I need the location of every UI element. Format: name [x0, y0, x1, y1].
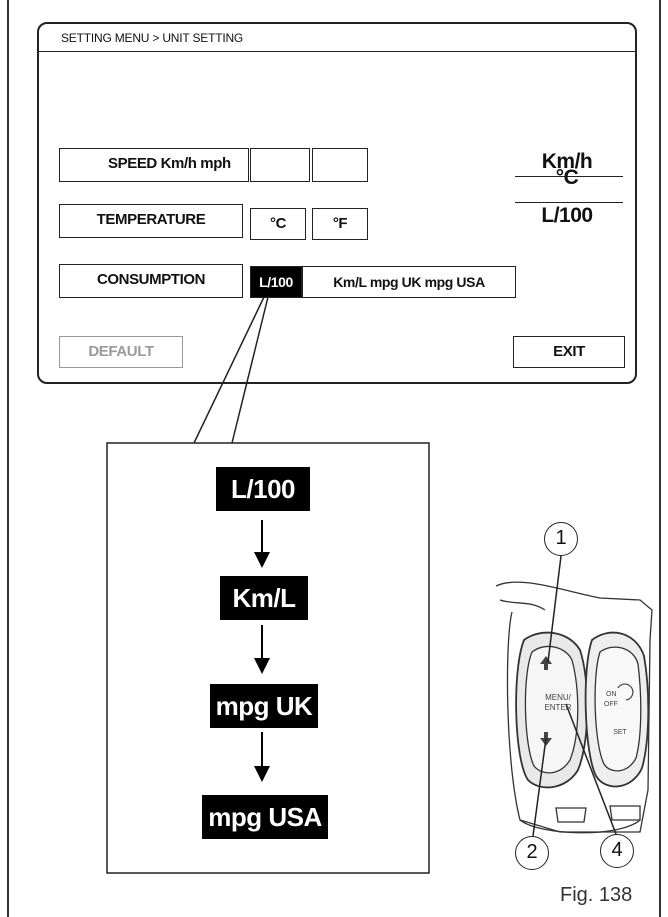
handlebar-switch-illustration [495, 581, 653, 834]
temperature-unit-readout: °C [555, 166, 579, 189]
readout-divider-1 [515, 176, 623, 177]
sequence-step-kml: Km/L [220, 576, 308, 620]
temperature-celsius-option[interactable]: °C [250, 208, 306, 240]
svg-text:SET: SET [613, 729, 627, 736]
temperature-fahrenheit-option[interactable]: °F [312, 208, 368, 240]
consumption-option-selected[interactable]: L/100 [250, 266, 302, 298]
figure-caption: Fig. 138 [560, 884, 633, 906]
sequence-step-mpg-usa: mpg USA [202, 795, 328, 839]
readout-divider-2 [515, 202, 623, 203]
sequence-step-l100: L/100 [216, 467, 310, 511]
unit-setting-screen: SETTING MENU > UNIT SETTING SPEED Km/h m… [37, 22, 637, 384]
callout-leaders [532, 555, 617, 837]
sequence-step-mpg-uk: mpg UK [210, 684, 318, 728]
default-button[interactable]: DEFAULT [59, 336, 183, 368]
consumption-label: CONSUMPTION [59, 264, 243, 298]
speed-option-1[interactable] [250, 148, 310, 182]
up-arrow-icon [540, 656, 552, 670]
svg-text:MENU/: MENU/ [545, 693, 572, 702]
consumption-unit-readout: L/100 [541, 204, 593, 227]
temperature-label: TEMPERATURE [59, 204, 243, 238]
speed-label: SPEED Km/h mph [59, 148, 249, 182]
consumption-option-others[interactable]: Km/L mpg UK mpg USA [302, 266, 516, 298]
svg-text:ON: ON [606, 691, 617, 698]
callout-2: 2 [515, 836, 549, 870]
speed-unit-readout: Km/h [541, 150, 593, 173]
svg-text:ENTER: ENTER [544, 703, 571, 712]
breadcrumb: SETTING MENU > UNIT SETTING [39, 24, 635, 52]
page-frame [7, 0, 661, 917]
return-icon [617, 683, 634, 701]
sequence-arrows [254, 520, 270, 782]
svg-text:OFF: OFF [604, 701, 618, 708]
exit-button[interactable]: EXIT [513, 336, 625, 368]
callout-4: 4 [600, 834, 634, 868]
callout-1: 1 [544, 522, 578, 556]
speed-option-2[interactable] [312, 148, 368, 182]
